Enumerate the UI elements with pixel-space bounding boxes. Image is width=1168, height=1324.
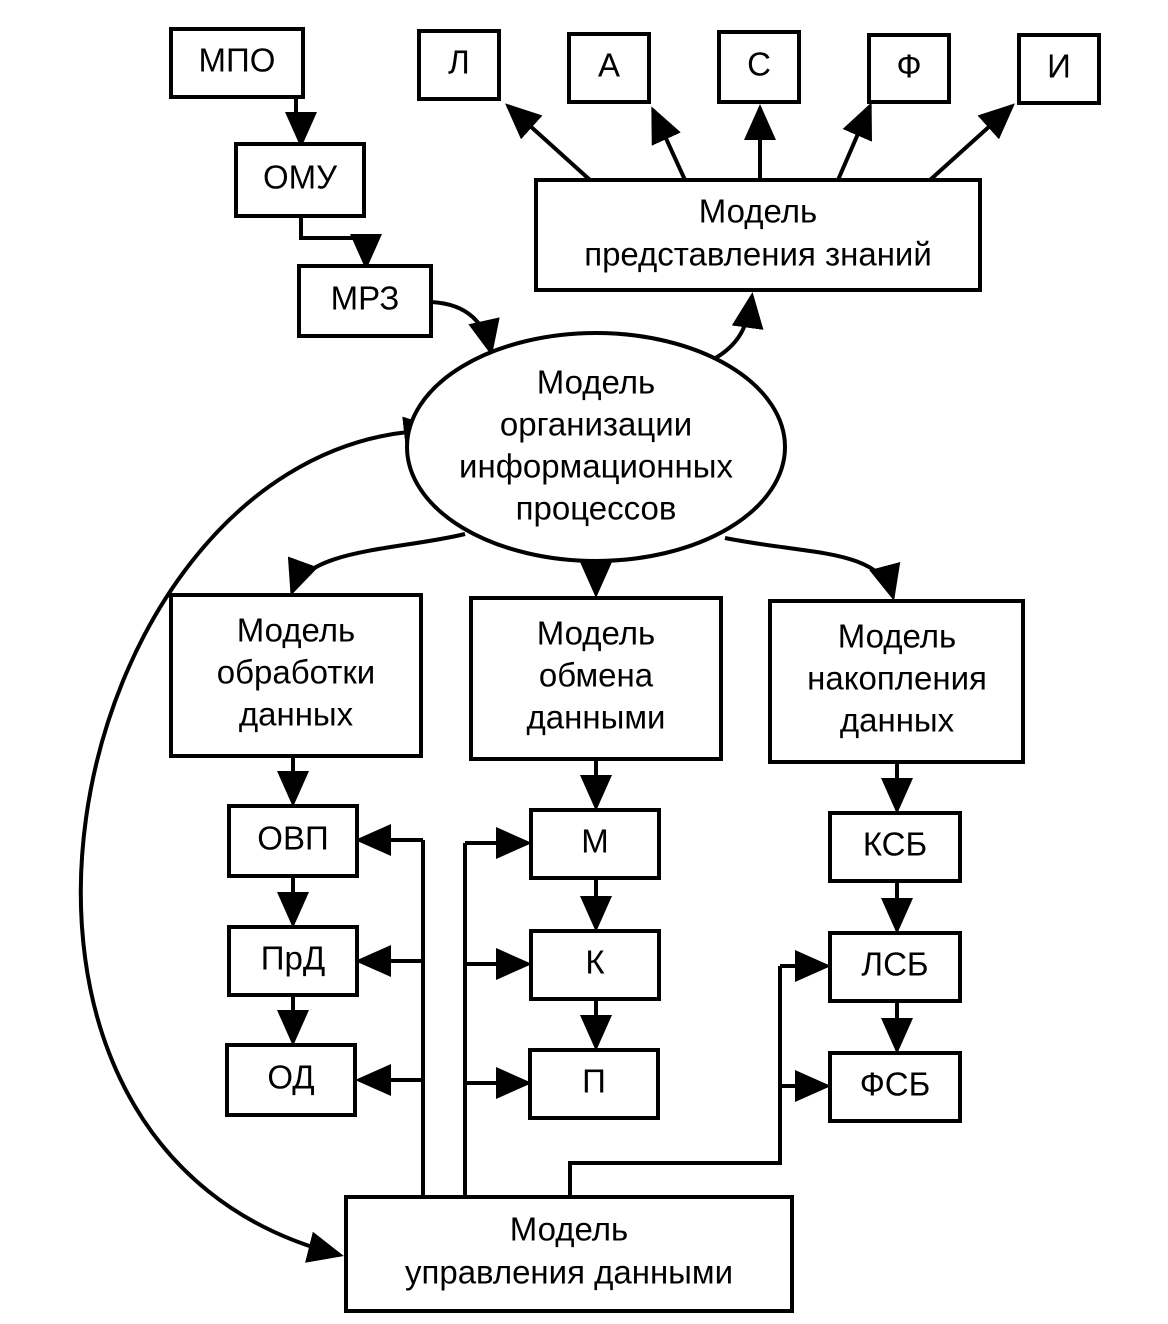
edge-knowledge-f [836,102,872,181]
edge-mpo-omu [285,97,317,148]
node-accumulation-model: Модель накопления данных [768,599,1025,764]
edge-feedback-info-management [78,416,440,1263]
node-knowledge-model: Модель представления знаний [534,178,982,292]
node-i-label: И [1047,48,1071,85]
edge-management-bus-3 [568,966,782,1197]
node-k: К [529,929,661,1001]
node-exchange-model: Модель обмена данными [469,596,723,761]
node-a-label: А [598,47,620,84]
node-exchange-model-line-3: данными [527,699,666,736]
node-omu-label: ОМУ [263,159,338,196]
node-processing-model-line-3: данных [239,696,354,733]
node-fsb-label: ФСБ [860,1066,931,1103]
node-prd: ПрД [227,925,359,997]
node-management-model: Модель управления данными [344,1195,794,1313]
node-info-process-model-line-1: Модель [537,364,655,401]
node-management-model-line-1: Модель [510,1211,628,1248]
node-ovp-label: ОВП [257,820,328,857]
node-info-process-model-line-4: процессов [516,490,677,527]
node-accumulation-model-line-1: Модель [838,618,956,655]
node-accumulation-model-line-3: данных [840,702,955,739]
node-ovp: ОВП [227,804,359,878]
node-k-label: К [585,944,605,981]
node-ksb: КСБ [828,811,962,883]
node-exchange-model-line-1: Модель [537,615,655,652]
edge-knowledge-l [505,103,592,182]
node-l: Л [417,29,501,101]
node-info-process-model-line-3: информационных [459,448,733,485]
node-processing-model-line-1: Модель [237,612,355,649]
node-lsb: ЛСБ [828,931,962,1003]
node-info-process-model: Модель организации информационных процес… [405,331,787,563]
node-f: Ф [867,33,951,104]
node-mrz: МРЗ [297,264,433,338]
node-od-label: ОД [267,1059,314,1096]
node-accumulation-model-line-2: накопления [807,660,987,697]
node-m: М [529,808,661,880]
edge-omu-mrz [299,216,382,270]
edge-info-processing [287,532,466,596]
node-mpo: МПО [169,27,305,99]
node-knowledge-model-line-2: представления знаний [584,236,932,273]
node-mpo-label: МПО [199,42,276,79]
node-od: ОД [225,1043,357,1117]
node-exchange-model-line-2: обмена [539,657,654,694]
edge-mrz-info [430,300,500,356]
node-fsb: ФСБ [828,1051,962,1123]
node-processing-model: Модель обработки данных [169,593,423,758]
edge-info-accumulation [724,536,901,601]
node-ksb-label: КСБ [863,826,927,863]
node-s-label: С [747,46,771,83]
node-p-label: П [582,1063,606,1100]
node-processing-model-line-2: обработки [217,654,375,691]
node-lsb-label: ЛСБ [861,946,928,983]
node-prd-label: ПрД [261,940,325,977]
node-s: С [717,30,801,104]
node-a: А [567,32,651,104]
node-i: И [1017,33,1101,105]
node-p: П [528,1048,660,1120]
edge-knowledge-i [928,103,1015,182]
node-knowledge-model-line-1: Модель [699,193,817,230]
edge-knowledge-a [651,106,687,181]
node-m-label: М [581,823,609,860]
node-l-label: Л [448,44,470,81]
edges [78,97,1015,1263]
node-omu: ОМУ [234,142,366,218]
edge-info-knowledge [711,292,764,362]
node-mrz-label: МРЗ [331,280,400,317]
node-f-label: Ф [896,48,921,85]
node-management-model-line-2: управления данными [405,1254,733,1291]
node-info-process-model-line-2: организации [500,406,692,443]
